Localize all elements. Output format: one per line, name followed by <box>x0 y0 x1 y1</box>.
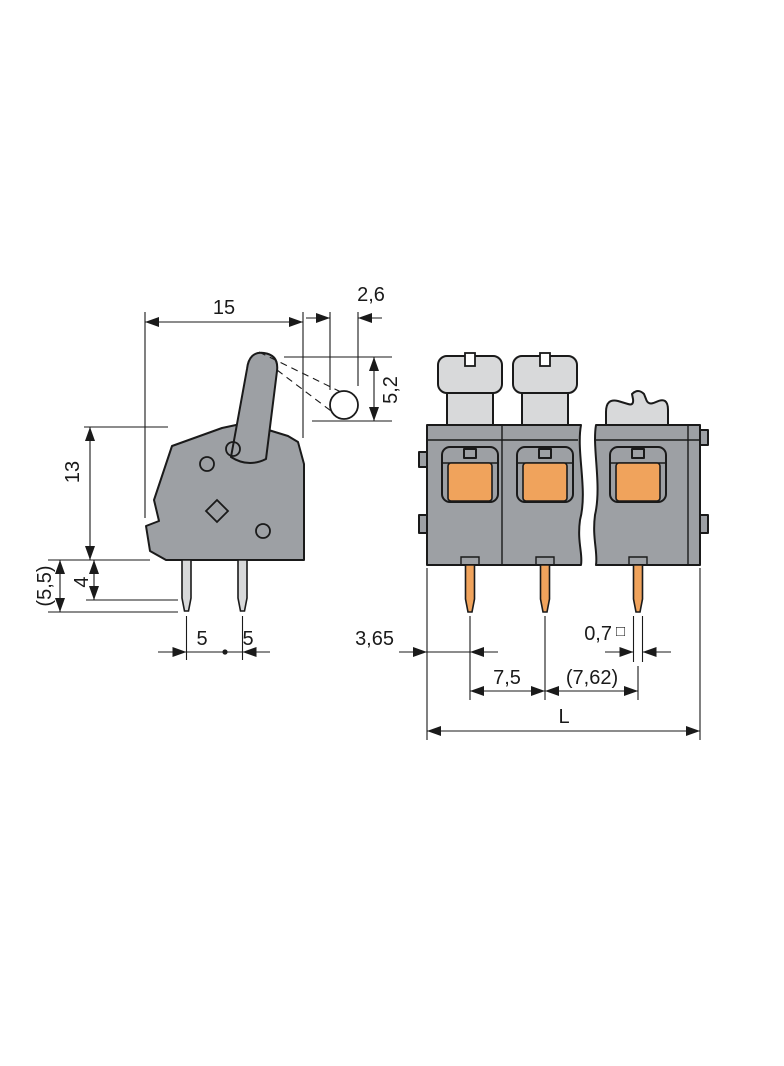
recess-outline <box>516 446 574 503</box>
side-tab <box>418 514 428 534</box>
dim-overall-length: L <box>427 568 701 740</box>
lever-alt-position-tip <box>329 390 359 420</box>
side-tab <box>699 429 709 446</box>
dim-label: 4 <box>71 576 93 587</box>
clamp-window <box>522 462 568 502</box>
dim-label: (7,62) <box>566 667 618 689</box>
dim-label: L <box>558 706 569 728</box>
clamp-unit <box>609 446 667 565</box>
dash-line <box>258 351 342 393</box>
clamp-unit <box>441 446 499 565</box>
dim-label: 5,2 <box>380 376 402 404</box>
clamp-unit <box>516 446 574 565</box>
dim-label: 3,65 <box>355 628 394 650</box>
dim-pin-length: 4 <box>71 560 178 601</box>
side-tab <box>699 514 709 534</box>
dim-lever-travel: 5,2 <box>284 356 402 422</box>
clamp-window <box>615 462 661 502</box>
dim-label: (5,5) <box>34 565 56 606</box>
hinge-hole <box>225 441 241 457</box>
foot-notch <box>535 556 555 565</box>
release-slot <box>538 448 552 459</box>
dim-label: 15 <box>213 297 235 319</box>
pusher-stem <box>521 390 569 426</box>
terminal-body-front-left <box>426 424 584 566</box>
dim-pin-cross-section: 0,7 □ <box>584 616 671 662</box>
dim-label: 0,7 <box>584 623 612 645</box>
dim-overall-width: 15 <box>144 297 304 518</box>
clamp-spring <box>605 390 669 426</box>
lever-motion <box>258 351 359 420</box>
front-view: 3,65 0,7 □ 7,5 (7,62) L <box>355 352 709 740</box>
dash-line <box>276 369 336 415</box>
recess-outline <box>609 446 667 503</box>
recess-outline <box>441 446 499 503</box>
release-slot <box>631 448 645 459</box>
solder-pin-front <box>464 564 476 613</box>
dim-label: 2,6 <box>357 284 385 306</box>
marking-diamond <box>204 498 230 524</box>
side-tab <box>418 451 428 468</box>
housing-hole <box>255 523 271 539</box>
square-section-symbol: □ <box>616 623 625 640</box>
foot-notch <box>460 556 480 565</box>
foot-notch <box>628 556 648 565</box>
dim-overall-height: 13 <box>48 426 168 561</box>
dim-label: 7,5 <box>493 667 521 689</box>
pusher-stem <box>446 390 494 426</box>
dim-pole-pitch: 7,5 <box>470 616 546 700</box>
operating-lever <box>230 351 279 464</box>
hinge-hole <box>199 456 215 472</box>
dim-pin-spacing: 5 5 <box>158 616 270 660</box>
dim-pin-length-ref: (5,5) <box>34 560 178 613</box>
dim-lever-tip-width: 2,6 <box>306 284 385 390</box>
release-slot <box>463 448 477 459</box>
terminal-body-side <box>145 424 305 561</box>
side-view: 15 2,6 5,2 13 4 <box>34 284 402 660</box>
dim-label: 13 <box>62 461 84 483</box>
clamp-window <box>447 462 493 502</box>
solder-pin-side <box>237 559 248 612</box>
dim-label: 5 <box>242 628 253 650</box>
dim-pole-pitch-ref: (7,62) <box>545 666 639 700</box>
dim-edge-to-first-pin: 3,65 <box>355 568 498 740</box>
solder-pin-front <box>539 564 551 613</box>
pusher-slot <box>464 352 476 367</box>
center-mark <box>222 649 228 655</box>
dim-label: 5 <box>196 628 207 650</box>
solder-pin-front <box>632 564 644 613</box>
pusher-slot <box>539 352 551 367</box>
solder-pin-side <box>181 559 192 612</box>
